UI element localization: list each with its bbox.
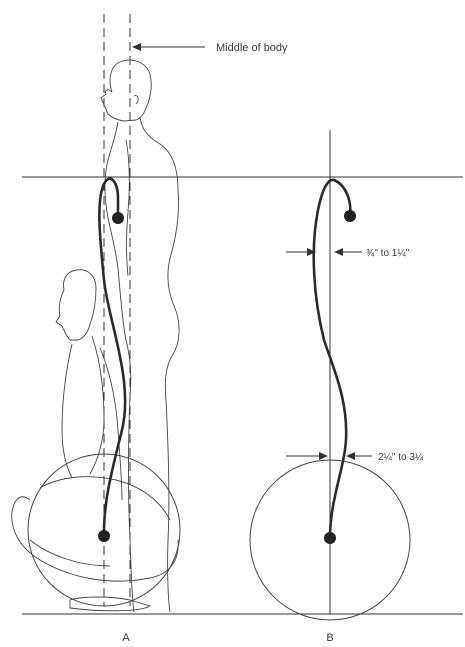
measurement-marker-top (286, 248, 362, 256)
standing-figure (101, 60, 179, 612)
panel-label-a: A (122, 632, 130, 644)
measurement-label-bottom: 2¼" to 3¼ (378, 451, 424, 463)
middle-of-body-label: Middle of body (216, 42, 288, 54)
bar-end-dot-b-bottom (324, 532, 336, 544)
bar-end-dot-a-bottom (98, 530, 110, 542)
panel-label-b: B (326, 632, 333, 644)
middle-of-body-callout (132, 43, 205, 51)
bar-end-dot-a-top (112, 212, 124, 224)
measurement-marker-bottom (286, 452, 372, 460)
bar-end-dot-b-top (344, 210, 356, 222)
bar-path-b (314, 180, 351, 538)
measurement-label-top: ¾" to 1¼" (366, 247, 410, 259)
squatting-figure (12, 270, 179, 611)
